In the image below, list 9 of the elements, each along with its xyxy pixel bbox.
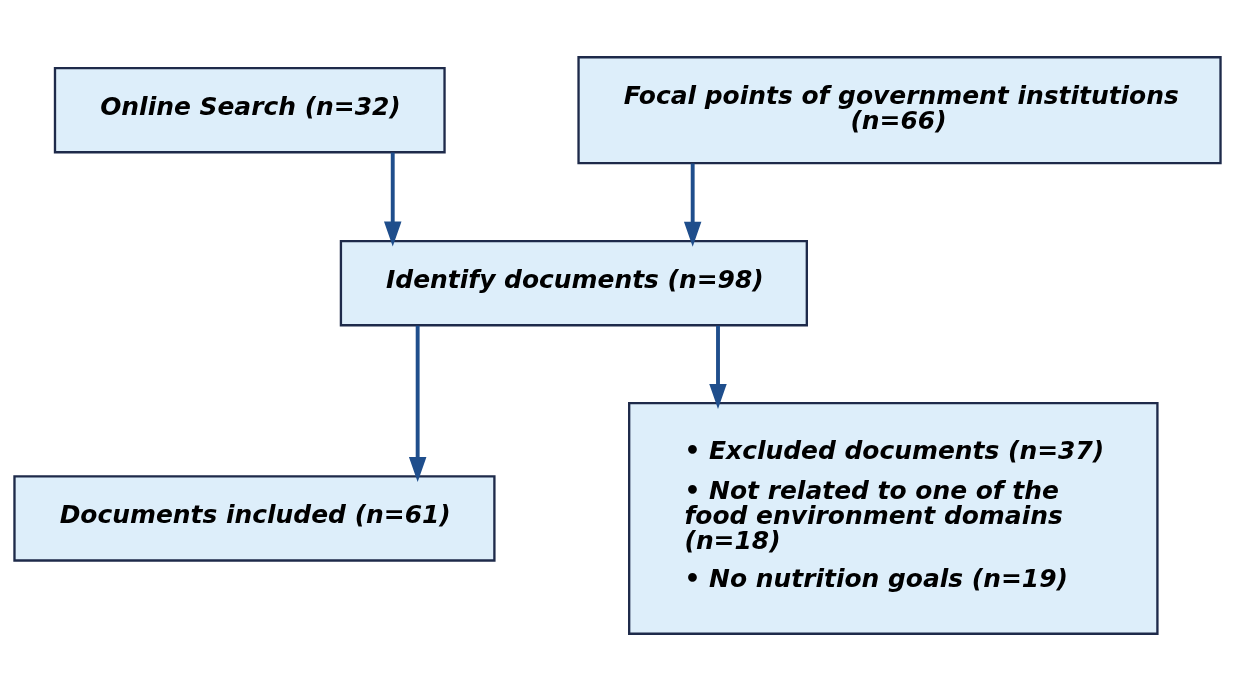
node-box: Identify documents (n=98): [339, 239, 808, 327]
arrow: [709, 325, 727, 409]
arrow: [408, 325, 427, 483]
node-box: • Excluded documents (n=37) • Not related to one of the food environment domains (n=18) • No nutrition goals (n=19): [628, 401, 1159, 635]
node-box: Documents included (n=61): [13, 475, 496, 562]
node-box: Online Search (n=32): [53, 66, 446, 154]
node-box: Focal points of government institutions (n=66): [577, 56, 1222, 165]
arrow: [683, 163, 702, 247]
arrow: [384, 152, 402, 247]
